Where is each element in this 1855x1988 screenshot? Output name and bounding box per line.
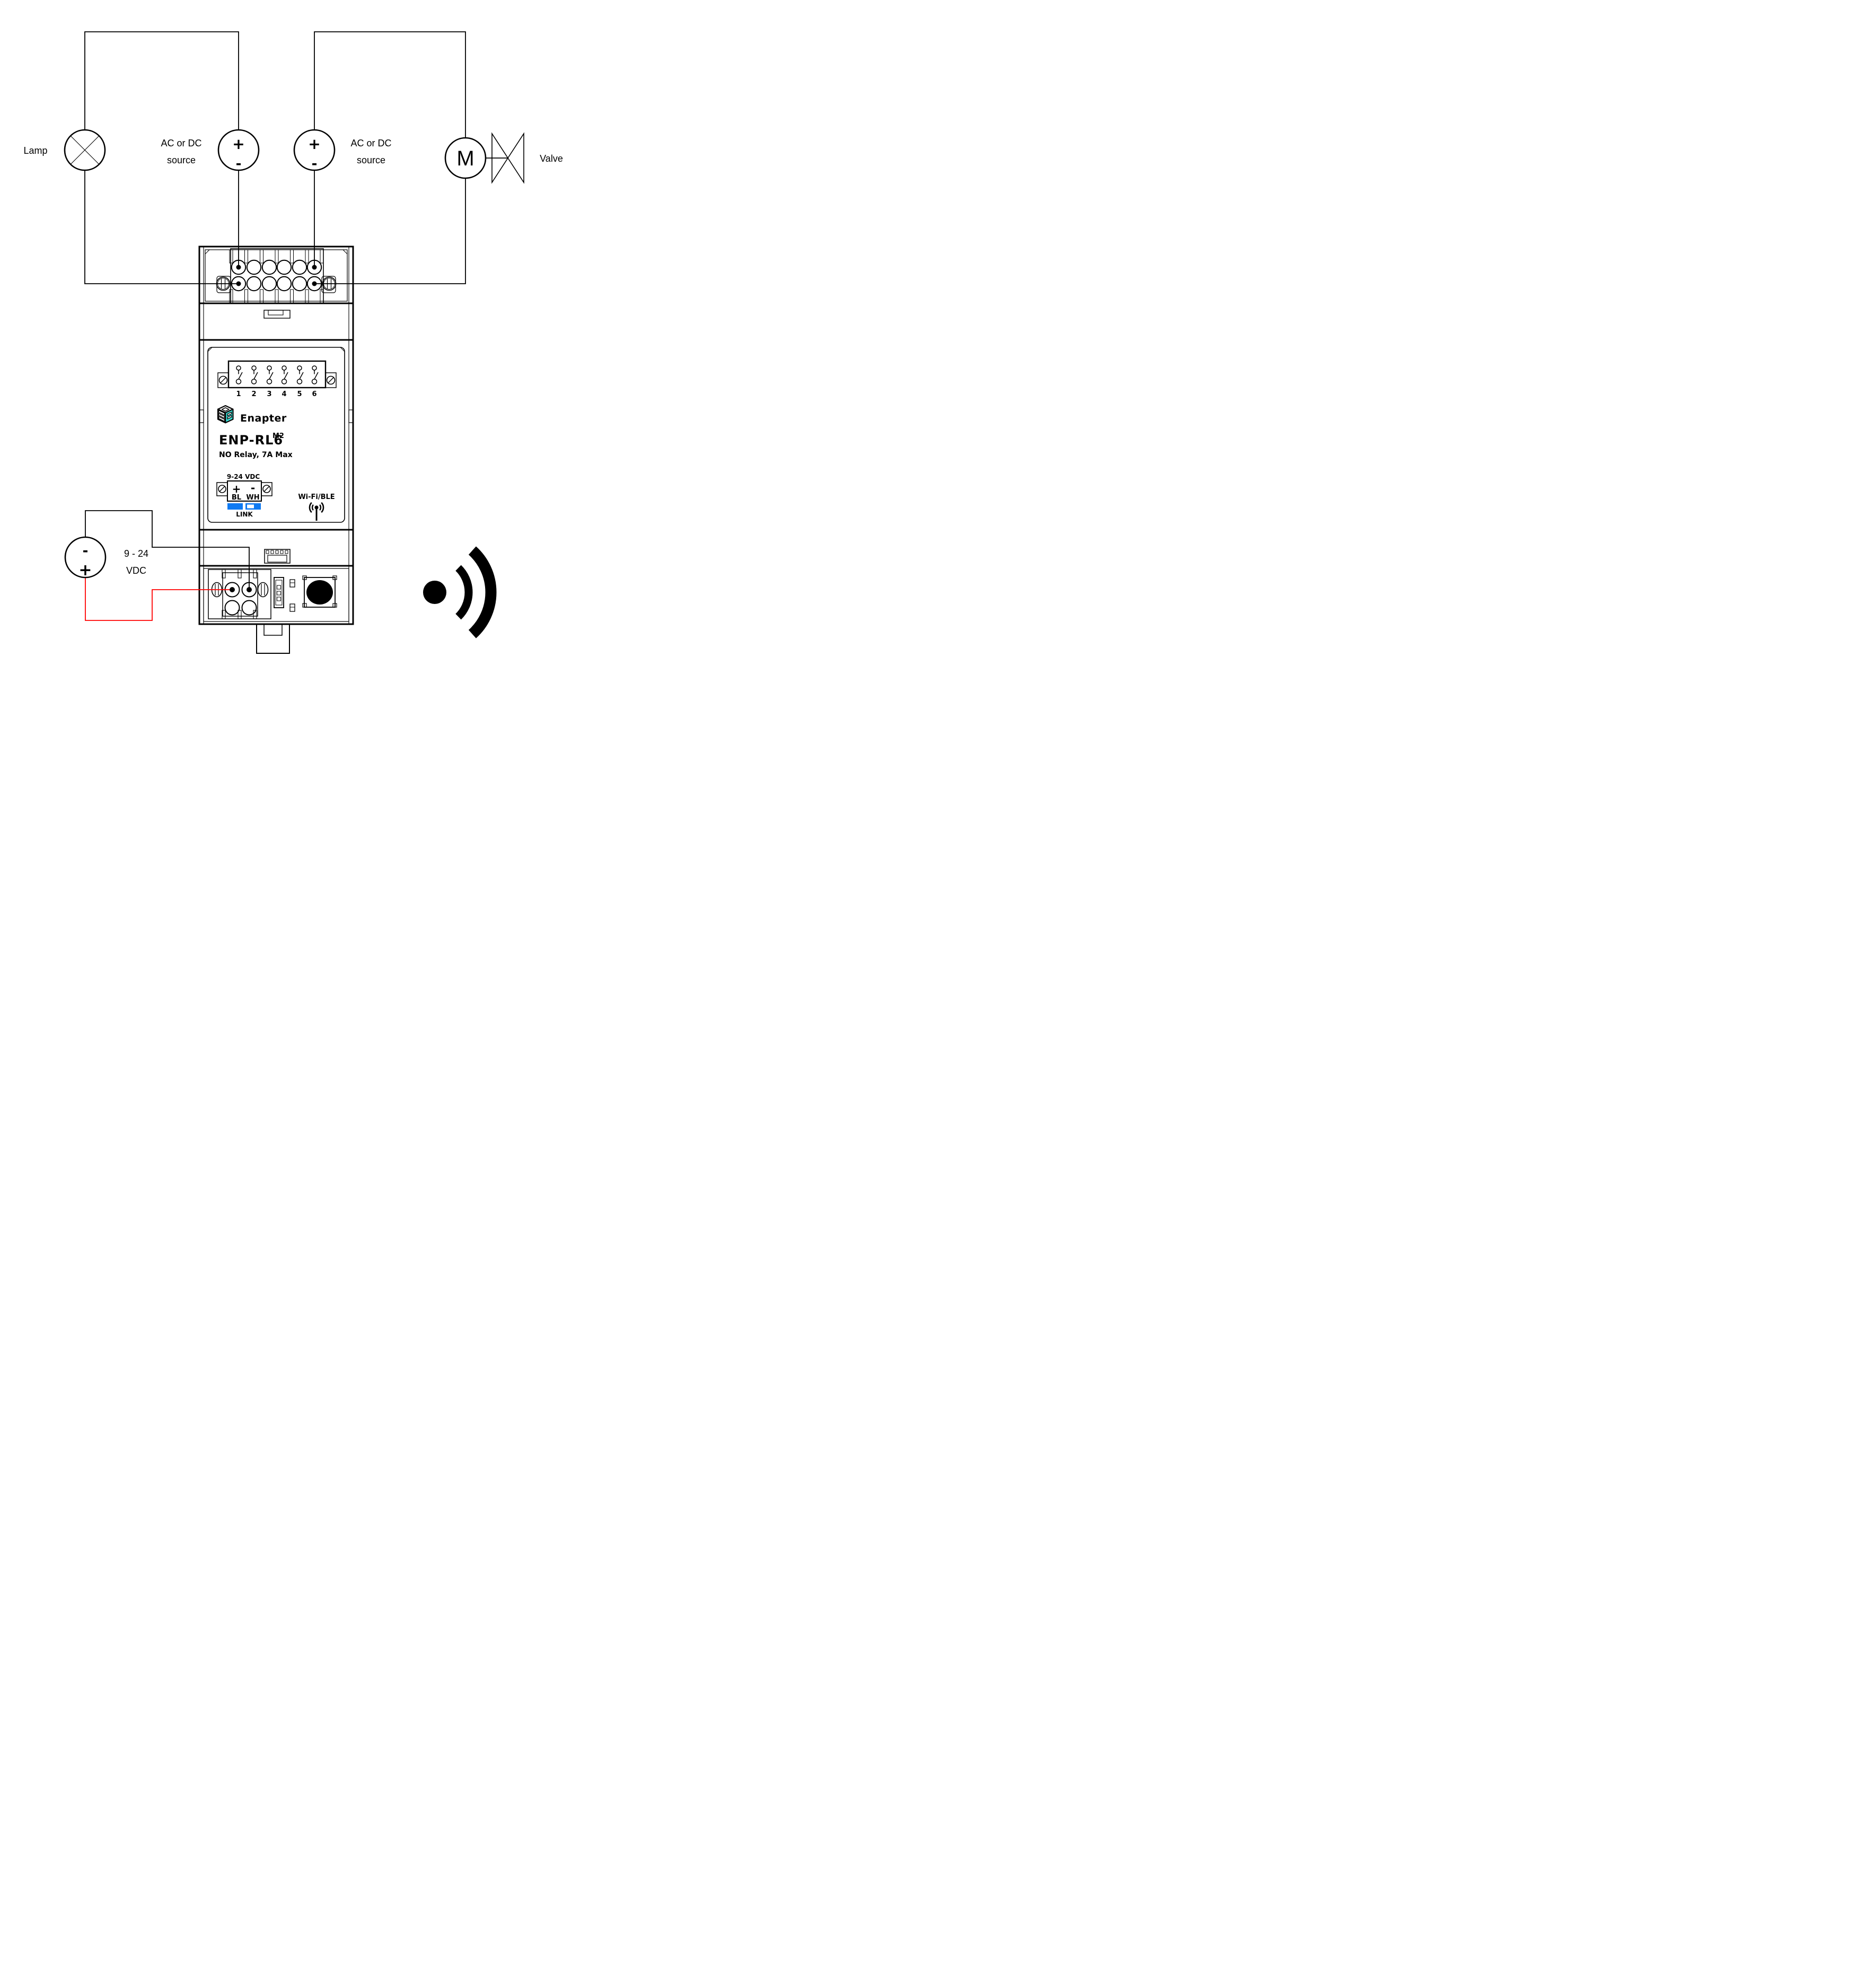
relay-contacts: 1 2 3 4 5 6 bbox=[217, 360, 337, 398]
source1-plus: + bbox=[232, 135, 244, 153]
wire-motor-bottom bbox=[313, 178, 466, 284]
relay-terminal-numbers: 1 2 3 4 5 6 bbox=[236, 390, 317, 398]
source2-label-line1: AC or DC bbox=[350, 138, 391, 148]
terminal-number: 6 bbox=[312, 390, 317, 398]
top-terminal-section bbox=[205, 248, 348, 304]
wifi-signal-icon bbox=[423, 546, 497, 638]
terminal-holes bbox=[231, 259, 322, 292]
screw-icon bbox=[217, 372, 229, 388]
wiring-diagram: Lamp + - AC or DC source + - AC or DC so… bbox=[23, 31, 563, 654]
power-plus: + bbox=[232, 483, 241, 495]
valve-label: Valve bbox=[540, 153, 563, 164]
brand-name: Enapter bbox=[240, 413, 287, 424]
source1-label-line1: AC or DC bbox=[161, 138, 201, 148]
wire-psu-positive bbox=[85, 577, 232, 621]
wireless-label: Wi-Fi/BLE bbox=[298, 493, 335, 501]
screw-icon bbox=[325, 372, 337, 388]
motor-letter: M bbox=[456, 147, 474, 170]
wire-junction-dots bbox=[230, 265, 317, 592]
source1-label-line2: source bbox=[167, 155, 196, 165]
wire-lamp-bottom bbox=[84, 170, 240, 284]
valve-icon bbox=[486, 132, 524, 184]
relay-device: 1 2 3 4 5 6 Enapter bbox=[198, 246, 354, 654]
small-component bbox=[289, 579, 295, 588]
terminal-number: 4 bbox=[282, 390, 286, 398]
power-bl-label: BL bbox=[232, 494, 241, 502]
screw-icon bbox=[261, 482, 272, 496]
power-terminal-block bbox=[208, 569, 271, 619]
screw-icon bbox=[257, 582, 269, 598]
lamp-label: Lamp bbox=[23, 145, 47, 156]
wiring-diagram-page: Lamp + - AC or DC source + - AC or DC so… bbox=[0, 0, 618, 663]
small-component bbox=[289, 603, 295, 612]
power-rating-label: 9-24 VDC bbox=[227, 473, 260, 480]
power-wh-label: WH bbox=[246, 494, 259, 502]
psu-plus: + bbox=[78, 561, 92, 580]
terminal-number: 3 bbox=[267, 390, 271, 398]
device-label-face: 1 2 3 4 5 6 Enapter bbox=[199, 347, 354, 523]
relay-contact-icon bbox=[235, 365, 319, 384]
reset-button bbox=[302, 575, 337, 608]
terminal-ribs bbox=[229, 249, 324, 303]
link-leds bbox=[227, 503, 261, 510]
dc-source-icon: - + bbox=[64, 536, 107, 580]
ac-dc-source-1-icon: + - bbox=[217, 129, 260, 172]
model-suffix: M2 bbox=[272, 432, 284, 440]
power-minus: - bbox=[251, 481, 255, 494]
psu-label-line1: 9 - 24 bbox=[124, 548, 148, 559]
bottom-section bbox=[203, 568, 349, 622]
source2-label-line2: source bbox=[357, 155, 385, 165]
model-name: ENP-RL6 bbox=[219, 433, 283, 448]
source1-minus: - bbox=[236, 156, 242, 172]
model-description: NO Relay, 7A Max bbox=[219, 451, 293, 459]
psu-circuit: - + 9 - 24 VDC bbox=[64, 510, 250, 621]
din-clip-top bbox=[263, 310, 291, 319]
terminal-number: 2 bbox=[251, 390, 256, 398]
lamp-icon bbox=[64, 129, 106, 171]
wire-psu-negative bbox=[85, 510, 250, 590]
screw-icon bbox=[216, 276, 231, 293]
screw-icon bbox=[216, 482, 228, 496]
link-led-solid bbox=[227, 503, 243, 510]
screw-icon bbox=[321, 276, 337, 293]
source2-plus: + bbox=[308, 135, 320, 153]
wire-lamp-top-rail bbox=[84, 31, 239, 130]
ac-dc-source-2-icon: + - bbox=[293, 129, 336, 172]
valve-circuit: + - AC or DC source M Valve bbox=[293, 31, 563, 284]
source2-minus: - bbox=[312, 156, 318, 172]
psu-label-line2: VDC bbox=[126, 565, 146, 576]
enapter-logo-icon bbox=[217, 405, 234, 424]
psu-minus: - bbox=[83, 543, 89, 559]
antenna-icon bbox=[309, 502, 324, 521]
motor-icon: M bbox=[444, 137, 487, 179]
power-input: 9-24 VDC + - BL WH bbox=[216, 473, 272, 502]
lamp-circuit: Lamp + - AC or DC source bbox=[23, 31, 260, 284]
terminal-number: 5 bbox=[297, 390, 302, 398]
terminal-number: 1 bbox=[236, 390, 241, 398]
dip-switch bbox=[274, 577, 284, 608]
link-label: LINK bbox=[236, 511, 253, 518]
bottom-connector-slot bbox=[264, 549, 291, 564]
din-rail-tab bbox=[256, 624, 290, 654]
wire-valve-top-rail bbox=[314, 31, 466, 138]
